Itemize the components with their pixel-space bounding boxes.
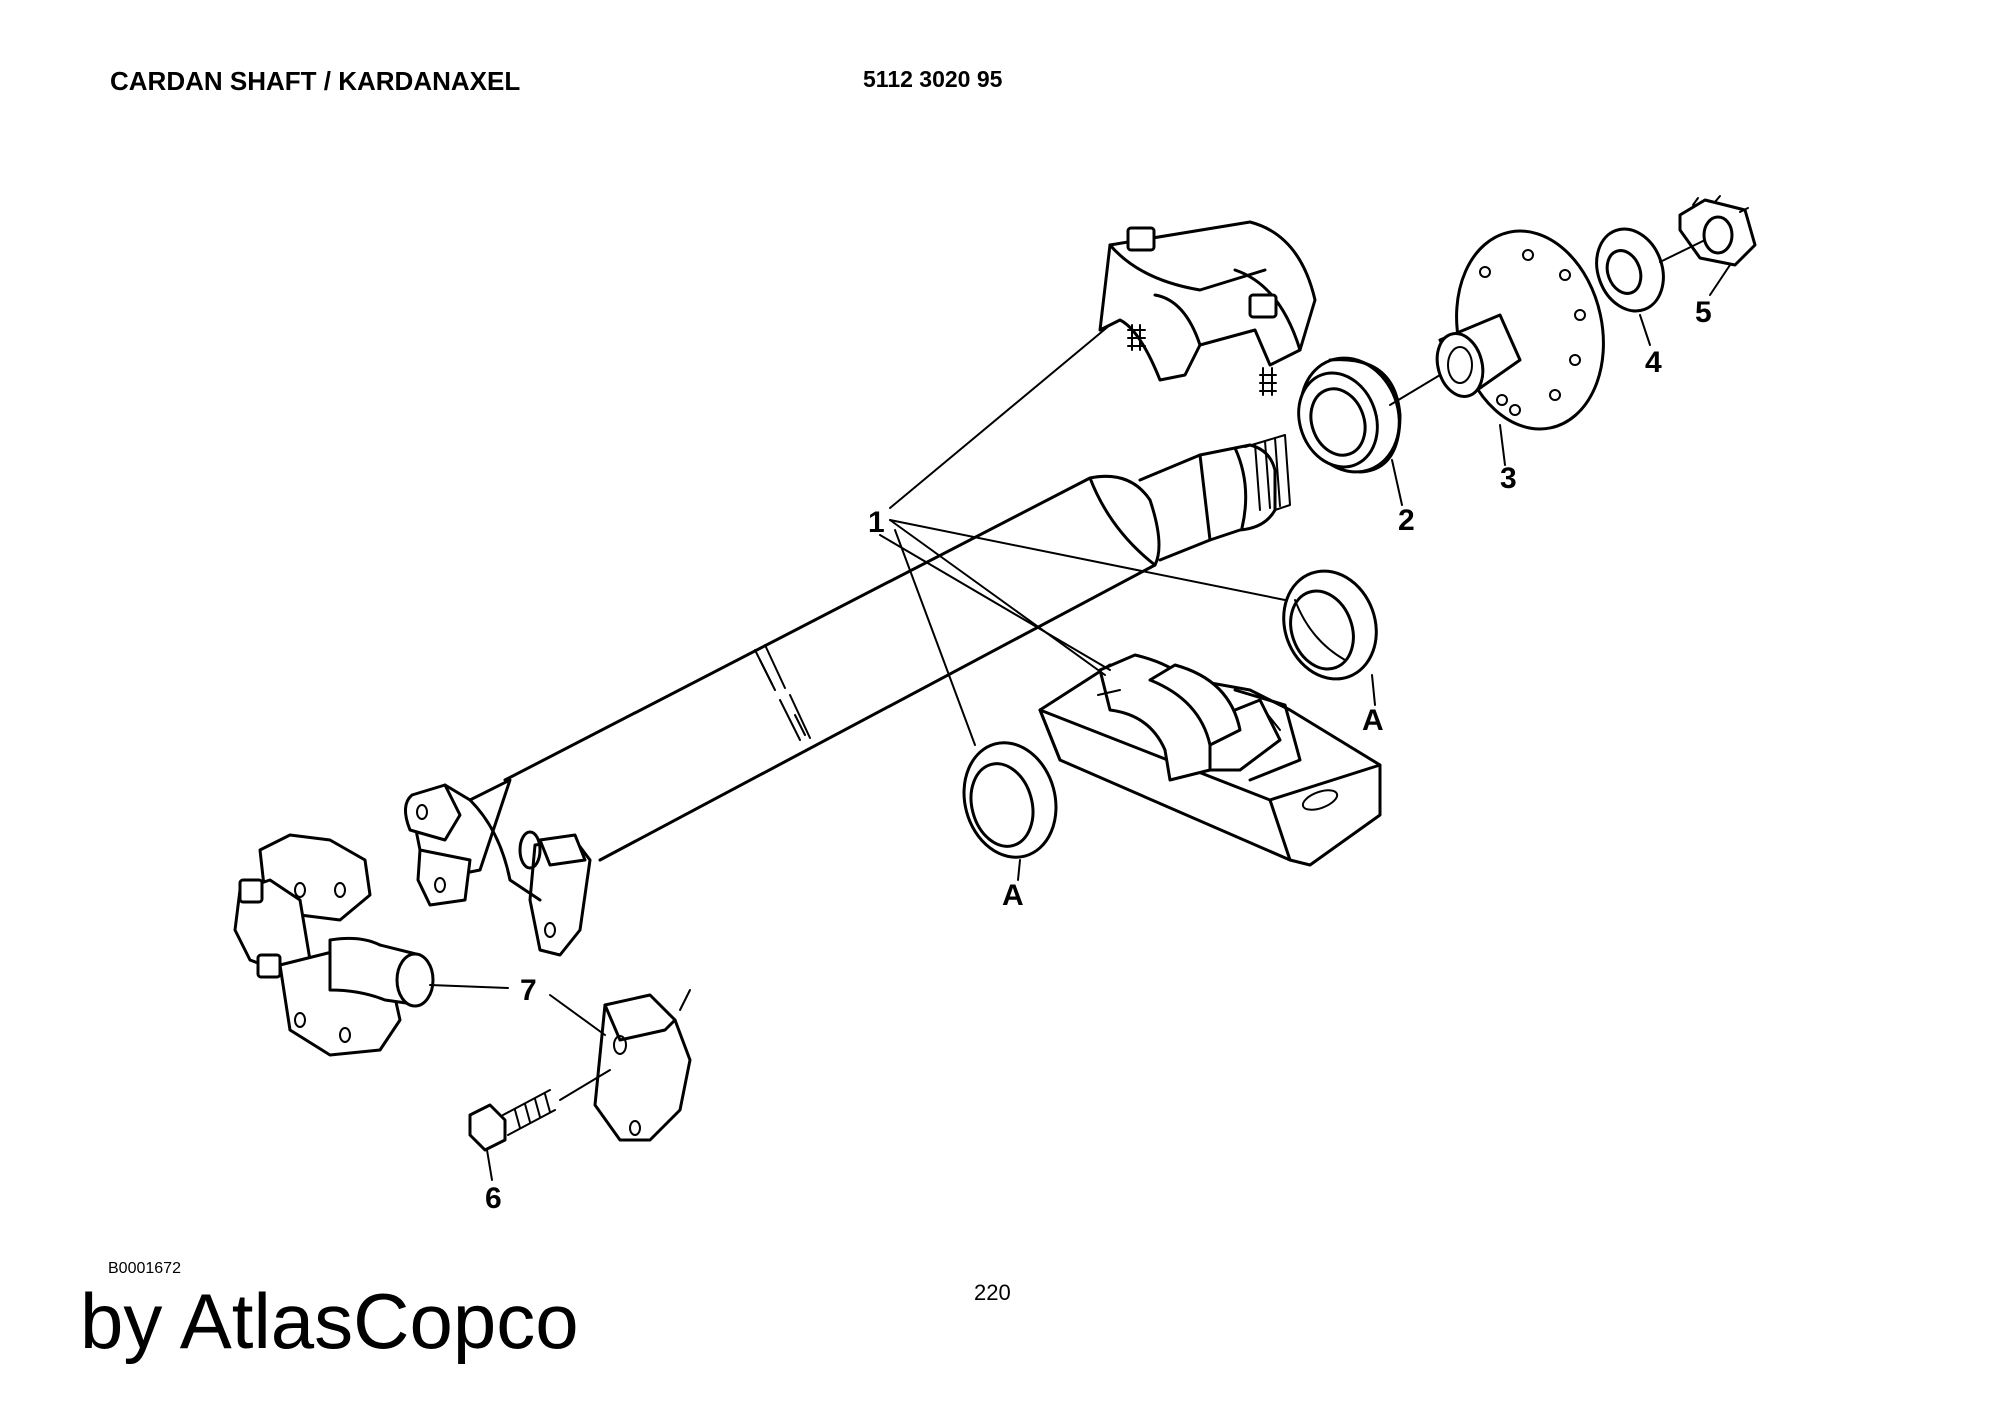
pillow-block-housing (1038, 653, 1382, 867)
leader-lines (429, 239, 1731, 1181)
castle-nut-5 (1678, 195, 1757, 267)
callout-1: 1 (868, 506, 885, 539)
figure-reference: B0001672 (108, 1260, 181, 1277)
callout-7: 7 (520, 974, 537, 1007)
callout-5: 5 (1695, 296, 1712, 329)
bearing-2 (1297, 356, 1402, 474)
seal-a-right (1282, 569, 1378, 681)
part-number: 5112 3020 95 (863, 66, 1003, 92)
flange-3 (1435, 229, 1605, 431)
shaft-spline-end (1138, 434, 1291, 562)
shaft-tube (503, 474, 1161, 862)
callouts: 1 2 3 4 5 6 7 A A (485, 296, 1712, 1215)
callout-a-right: A (1362, 704, 1384, 737)
seal-a-lower (962, 741, 1058, 859)
universal-joint-cap (593, 989, 692, 1142)
upper-bearing-cap (1098, 220, 1317, 396)
page-number: 220 (974, 1280, 1011, 1305)
callout-3: 3 (1500, 462, 1517, 495)
callout-2: 2 (1398, 504, 1415, 537)
brand-text: by AtlasCopco (80, 1277, 579, 1365)
callout-6: 6 (485, 1182, 502, 1215)
page-title: CARDAN SHAFT / KARDANAXEL (110, 66, 521, 96)
washer-4 (1595, 227, 1665, 313)
callout-4: 4 (1645, 346, 1662, 379)
callout-a-lower: A (1002, 879, 1024, 912)
universal-joint (233, 833, 435, 1057)
bolt-6 (468, 1089, 556, 1152)
shaft-yoke (404, 778, 592, 957)
